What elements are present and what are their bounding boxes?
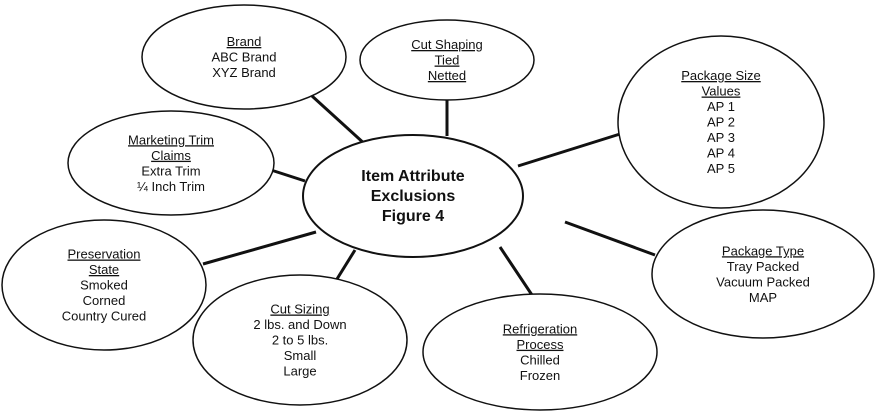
node-cut-sizing-item: Small bbox=[284, 348, 317, 363]
node-package-type-item: Tray Packed bbox=[727, 259, 800, 274]
connector-refrigeration-process bbox=[498, 246, 534, 296]
node-brand-ellipse bbox=[141, 4, 347, 110]
node-cut-shaping-title: Cut Shaping bbox=[411, 37, 483, 52]
node-package-size-item: AP 3 bbox=[707, 130, 735, 145]
connector-preservation-state bbox=[202, 230, 317, 266]
node-preservation-state-title: Preservation bbox=[68, 247, 141, 262]
node-cut-sizing-title: Cut Sizing bbox=[270, 302, 329, 317]
node-cut-shaping-ellipse bbox=[359, 19, 535, 101]
node-preservation-state-item: Corned bbox=[83, 293, 126, 308]
node-preservation-state-ellipse bbox=[1, 219, 207, 351]
node-marketing-trim-ellipse bbox=[67, 110, 275, 216]
center-title-line: Item Attribute bbox=[361, 168, 465, 185]
node-marketing-trim-title: Claims bbox=[151, 148, 191, 163]
node-cut-sizing-ellipse bbox=[192, 274, 408, 406]
node-refrigeration-process-ellipse bbox=[422, 293, 658, 411]
node-package-size-item: AP 1 bbox=[707, 99, 735, 114]
node-brand-title: Brand bbox=[227, 34, 262, 49]
node-package-size-item: AP 5 bbox=[707, 161, 735, 176]
center-title-line: Exclusions bbox=[371, 188, 456, 205]
node-refrigeration-process-title: Refrigeration bbox=[503, 321, 577, 336]
center-title-line: Figure 4 bbox=[382, 208, 444, 225]
node-preservation-state-item: Country Cured bbox=[62, 309, 147, 324]
node-cut-shaping-title: Tied bbox=[435, 53, 460, 68]
connector-package-size bbox=[517, 132, 621, 168]
node-preservation-state-item: Smoked bbox=[80, 278, 128, 293]
node-marketing-trim-title: Marketing Trim bbox=[128, 132, 214, 147]
node-refrigeration-process-item: Frozen bbox=[520, 368, 560, 383]
node-package-size-item: AP 4 bbox=[707, 146, 735, 161]
node-cut-sizing-item: 2 lbs. and Down bbox=[253, 317, 346, 332]
node-package-type-ellipse bbox=[651, 209, 875, 339]
connector-brand bbox=[310, 94, 369, 148]
node-marketing-trim-item: ¼ Inch Trim bbox=[137, 179, 205, 194]
node-marketing-trim-item: Extra Trim bbox=[141, 163, 200, 178]
node-package-type-item: Vacuum Packed bbox=[716, 274, 810, 289]
node-package-size-title: Values bbox=[702, 84, 741, 99]
node-package-size-item: AP 2 bbox=[707, 115, 735, 130]
node-cut-shaping-title: Netted bbox=[428, 68, 466, 83]
node-package-type-item: MAP bbox=[749, 290, 777, 305]
connector-marketing-trim bbox=[270, 168, 306, 183]
node-package-size-title: Package Size bbox=[681, 68, 761, 83]
node-brand-item: ABC Brand bbox=[211, 50, 276, 65]
node-brand-item: XYZ Brand bbox=[212, 65, 276, 80]
node-preservation-state-title: State bbox=[89, 262, 119, 277]
node-refrigeration-process-title: Process bbox=[517, 337, 564, 352]
node-package-size-ellipse bbox=[617, 35, 825, 209]
node-package-type-title: Package Type bbox=[722, 243, 804, 258]
node-cut-sizing-item: Large bbox=[283, 364, 316, 379]
connector-cut-sizing bbox=[335, 249, 357, 280]
node-refrigeration-process-item: Chilled bbox=[520, 352, 560, 367]
connector-package-type bbox=[564, 220, 656, 257]
node-cut-sizing-item: 2 to 5 lbs. bbox=[272, 333, 328, 348]
center-ellipse bbox=[302, 134, 524, 258]
